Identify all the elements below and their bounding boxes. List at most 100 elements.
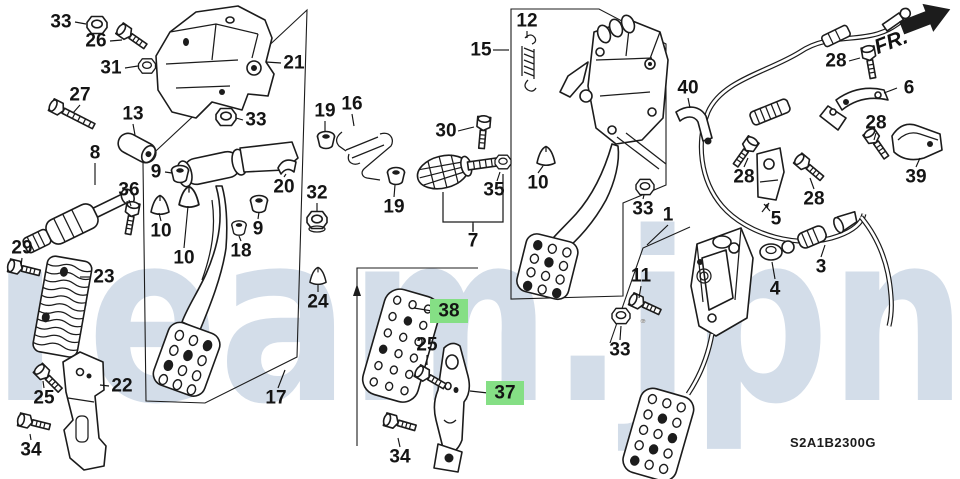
fr-arrow-icon — [899, 3, 951, 35]
highlight-38 — [430, 299, 468, 323]
switch-assembly-7 — [416, 114, 512, 231]
callout-9: 9 — [253, 219, 264, 240]
leader-line-33 — [619, 325, 622, 341]
callout-23: 23 — [93, 267, 114, 288]
leader-line-10 — [537, 165, 544, 174]
callout-22: 22 — [111, 376, 132, 397]
leader-line-13 — [132, 123, 136, 136]
callout-8: 8 — [90, 143, 101, 164]
callout-28: 28 — [825, 51, 846, 72]
callout-10: 10 — [527, 173, 548, 194]
callout-31: 31 — [100, 58, 122, 79]
leader-line-33 — [235, 117, 244, 121]
callout-13: 13 — [122, 104, 143, 125]
callout-27: 27 — [69, 85, 90, 106]
leader-line-10 — [183, 205, 189, 249]
leader-line-10 — [158, 212, 162, 222]
callout-16: 16 — [341, 94, 362, 115]
leader-line-28 — [809, 177, 815, 190]
callout-26: 26 — [85, 31, 106, 52]
leader-line-9 — [257, 211, 260, 220]
leader-line-31 — [124, 65, 139, 69]
callout-4: 4 — [770, 279, 781, 300]
callout-6: 6 — [904, 78, 915, 99]
callout-38: 38 — [438, 301, 459, 322]
callout-25: 25 — [416, 335, 438, 356]
cable-bracket-39 — [891, 123, 943, 161]
leader-line-5 — [763, 203, 771, 212]
callout-39: 39 — [905, 167, 926, 188]
callout-17: 17 — [265, 388, 286, 409]
leader-line-6 — [883, 87, 898, 94]
leader-line-3 — [820, 244, 826, 258]
cable-end-3 — [781, 210, 858, 254]
stopper-plate-22 — [62, 351, 107, 471]
callout-36: 36 — [118, 180, 139, 201]
leader-line-29 — [20, 257, 23, 267]
throttle-cable — [698, 7, 912, 327]
leader-line-33 — [642, 194, 645, 200]
brake-pedal-assembly — [516, 14, 669, 301]
leader-line-21 — [265, 61, 282, 64]
grommet-4 — [759, 243, 783, 261]
leader-line-18 — [238, 235, 242, 242]
callout-1: 1 — [663, 205, 674, 226]
leader-line-17 — [277, 369, 286, 389]
clevis-pin-13 — [117, 132, 157, 164]
fr-direction: FR. — [871, 3, 951, 59]
callout-32: 32 — [306, 183, 327, 204]
return-spring-16 — [335, 131, 393, 181]
leader-line-26 — [109, 39, 123, 42]
leader-line-30 — [457, 126, 475, 132]
leader-line-11 — [638, 285, 642, 299]
callout-34: 34 — [389, 447, 411, 468]
leader-line-36 — [128, 199, 132, 207]
diagram-code: S2A1B2300G — [790, 435, 876, 450]
callout-7: 7 — [468, 231, 479, 252]
leader-line-34 — [29, 433, 32, 441]
callout-12: 12 — [516, 11, 537, 32]
callout-9: 9 — [151, 162, 162, 183]
callout-3: 3 — [816, 257, 827, 278]
leader-line-28 — [743, 157, 749, 168]
callout-33: 33 — [50, 12, 71, 33]
callout-35: 35 — [483, 180, 505, 201]
callout-33: 33 — [609, 340, 630, 361]
leader-line-25 — [42, 380, 45, 389]
leader-line-28 — [873, 132, 877, 141]
pedal-bracket-37 — [433, 342, 471, 473]
accelerator-pedal-assembly — [611, 227, 754, 479]
watermark: ream.jpn — [0, 183, 960, 456]
callout-40: 40 — [677, 78, 698, 99]
leader-line-19 — [393, 184, 396, 198]
callout-15: 15 — [470, 40, 492, 61]
highlight-37 — [486, 381, 524, 405]
callout-28: 28 — [803, 189, 824, 210]
leader-line-38 — [413, 307, 433, 312]
leader-line-37 — [469, 390, 489, 394]
leader-line-9 — [164, 171, 173, 174]
callout-25: 25 — [33, 388, 55, 409]
callout-11: 11 — [631, 266, 652, 287]
callout-20: 20 — [273, 177, 294, 198]
callout-5: 5 — [771, 209, 782, 230]
callout-18: 18 — [230, 241, 251, 262]
leader-line-4 — [771, 261, 776, 280]
callout-33: 33 — [632, 199, 653, 220]
leader-line-40 — [687, 97, 691, 109]
pedal-bracket-5 — [756, 147, 785, 213]
diagram-artwork — [5, 5, 943, 479]
throttle-linkage-6 — [819, 87, 889, 131]
leader-line-22 — [99, 384, 110, 387]
pedal-bracket-21 — [155, 5, 275, 119]
callout-33: 33 — [245, 110, 266, 131]
clamp-40 — [675, 106, 713, 145]
leader-line-39 — [915, 157, 921, 168]
leader-line-27 — [72, 104, 81, 114]
leader-line-16 — [351, 113, 355, 127]
pedal-cover-23 — [31, 255, 93, 358]
callout-29: 29 — [11, 238, 32, 259]
